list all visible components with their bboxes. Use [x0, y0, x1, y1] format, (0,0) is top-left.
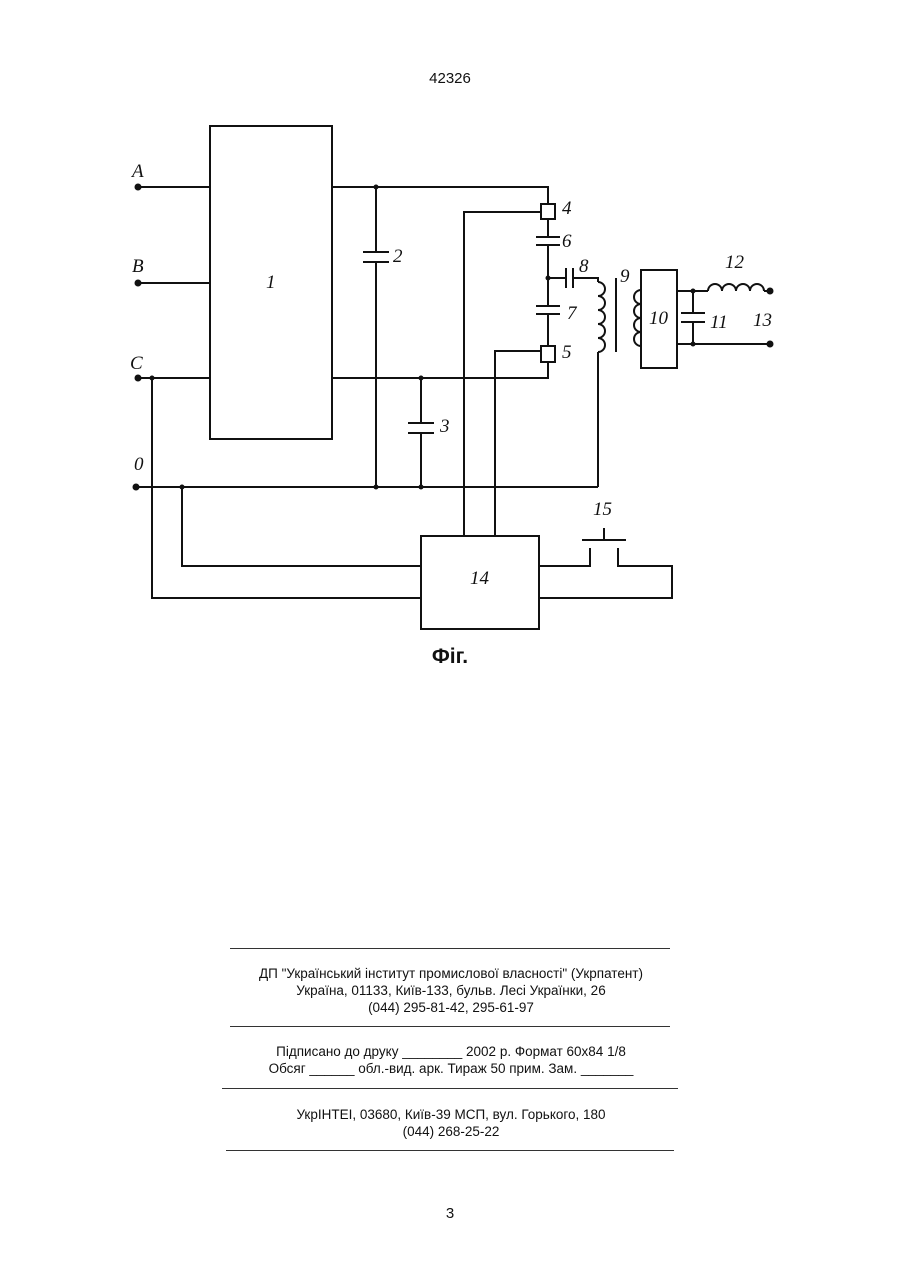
divider: [230, 948, 670, 949]
junction-dot: [374, 485, 379, 490]
junction-dot: [546, 276, 551, 281]
divider: [230, 1026, 670, 1027]
label-9: 9: [620, 266, 630, 287]
printer-block: УкрІНТЕІ, 03680, Київ-39 МСП, вул. Горьк…: [226, 1106, 676, 1140]
label-terminal-a: A: [130, 161, 144, 182]
label-14: 14: [470, 568, 490, 589]
cap-8-lead-right: [573, 278, 598, 282]
print-signature-line: Підписано до друку ________ 2002 р. Форм…: [226, 1043, 676, 1060]
publisher-name: ДП "Український інститут промислової вла…: [226, 965, 676, 982]
divider: [222, 1088, 678, 1089]
label-15: 15: [593, 499, 612, 520]
output-terminal-top: [767, 288, 774, 295]
wire-bottom-rail: [332, 362, 548, 378]
label-2: 2: [393, 246, 403, 267]
button-15-lead-left: [539, 548, 590, 566]
label-6: 6: [562, 231, 572, 252]
label-4: 4: [562, 198, 572, 219]
circuit-diagram: A B C 0 1 2 3 4 5 6 7 8 9 10 11 12 13 14…: [0, 0, 900, 640]
junction-dot: [150, 376, 155, 381]
element-4: [541, 204, 555, 219]
terminal-c-dot: [135, 375, 142, 382]
inductor-12: [708, 284, 764, 291]
output-terminal-bottom: [767, 341, 774, 348]
printer-address: УкрІНТЕІ, 03680, Київ-39 МСП, вул. Горьк…: [226, 1106, 676, 1123]
button-15-lead-right: [539, 548, 672, 598]
label-terminal-c: C: [130, 353, 143, 374]
label-10: 10: [649, 308, 669, 329]
divider: [226, 1150, 674, 1151]
wire-top-rail: [332, 187, 548, 204]
junction-dot: [419, 485, 424, 490]
label-11: 11: [710, 312, 728, 333]
junction-dot: [180, 485, 185, 490]
label-terminal-b: B: [132, 256, 144, 277]
publisher-block: ДП "Український інститут промислової вла…: [226, 965, 676, 1016]
printer-phone: (044) 268-25-22: [226, 1123, 676, 1140]
terminal-b-dot: [135, 280, 142, 287]
junction-dot: [374, 185, 379, 190]
terminal-a-dot: [135, 184, 142, 191]
publisher-address: Україна, 01133, Київ-133, бульв. Лесі Ук…: [226, 982, 676, 999]
label-8: 8: [579, 256, 589, 277]
junction-dot: [419, 376, 424, 381]
label-1: 1: [266, 272, 276, 293]
label-12: 12: [725, 252, 745, 273]
figure-caption: Фіг.: [0, 645, 900, 669]
label-5: 5: [562, 342, 572, 363]
label-3: 3: [439, 416, 450, 437]
label-13: 13: [753, 310, 772, 331]
terminal-zero-dot: [133, 484, 140, 491]
transformer-primary-coil: [598, 282, 605, 352]
print-details-block: Підписано до друку ________ 2002 р. Форм…: [226, 1043, 676, 1077]
label-terminal-zero: 0: [134, 454, 144, 475]
page-number: 3: [0, 1205, 900, 1222]
label-7: 7: [567, 303, 578, 324]
publisher-phone: (044) 295-81-42, 295-61-97: [226, 999, 676, 1016]
transformer-secondary-coil: [634, 290, 641, 346]
wire-zero-to-14: [182, 487, 421, 566]
element-5: [541, 346, 555, 362]
print-volume-line: Обсяг ______ обл.-вид. арк. Тираж 50 при…: [226, 1060, 676, 1077]
